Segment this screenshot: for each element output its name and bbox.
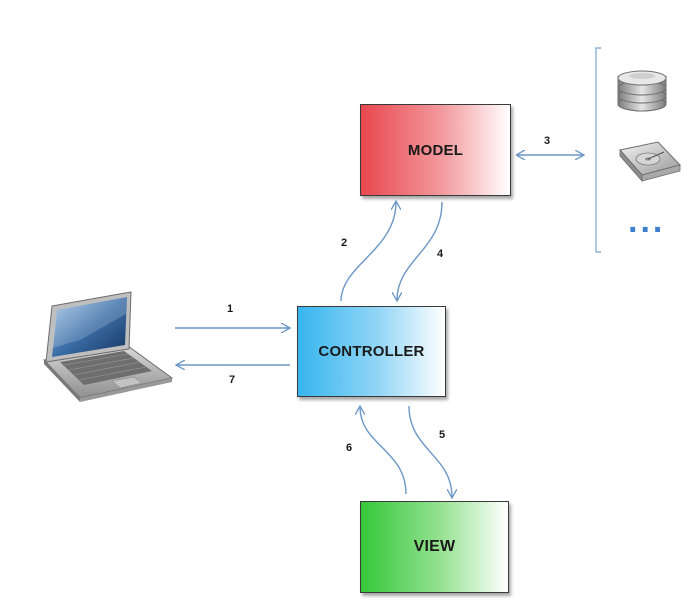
view-box: VIEW: [360, 501, 509, 593]
view-label: VIEW: [413, 538, 456, 555]
more-storage-dots: ...: [628, 202, 666, 240]
hard-drive-icon: [619, 141, 681, 183]
arrow-6-label: 6: [346, 442, 353, 454]
arrow-7-label: 7: [229, 374, 236, 386]
database-icon: [617, 70, 667, 112]
controller-box: CONTROLLER: [297, 306, 446, 397]
arrow-2-label: 2: [341, 237, 348, 249]
controller-label: CONTROLLER: [318, 343, 425, 360]
arrow-5-label: 5: [439, 429, 446, 441]
arrow-3-label: 3: [544, 135, 551, 147]
arrow-4-label: 4: [437, 248, 444, 260]
arrow-1-label: 1: [227, 303, 234, 315]
model-box: MODEL: [360, 104, 511, 196]
storage-bracket: [595, 47, 601, 253]
laptop-icon: [42, 291, 174, 402]
model-label: MODEL: [407, 141, 464, 159]
arrow-6: [360, 407, 407, 495]
arrow-4: [397, 201, 443, 300]
arrow-2: [340, 202, 396, 302]
arrow-5: [408, 405, 452, 497]
